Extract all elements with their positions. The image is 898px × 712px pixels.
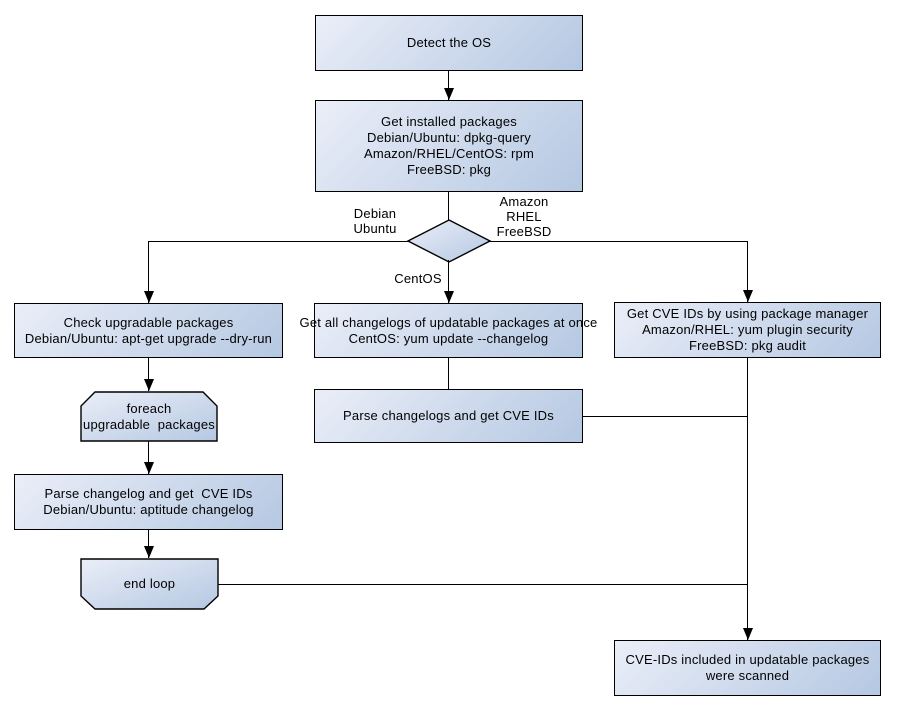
node-text: were scanned <box>705 668 790 683</box>
edge-label-centos: CentOS <box>394 271 442 286</box>
node-text: Detect the OS <box>406 35 492 50</box>
arrowhead-into-end-loop <box>144 546 154 558</box>
arrowhead-into-scan-result <box>743 628 753 640</box>
node-parse-changelogs: Parse changelogs and get CVE IDs <box>314 389 583 443</box>
node-text: Parse changelog and get CVE IDs <box>44 486 253 501</box>
node-text: FreeBSD: pkg <box>406 162 492 177</box>
edge-decision-right <box>488 241 748 243</box>
edge-decision-centos <box>448 260 450 303</box>
edge-endloop-to-merge <box>218 584 748 586</box>
decision-os-type-diamond-icon <box>406 219 492 263</box>
node-text: Amazon/RHEL: yum plugin security <box>642 322 853 337</box>
edge-label-debian-ubuntu: Debian Ubuntu <box>353 206 397 236</box>
edge-installed-to-decision <box>448 192 450 220</box>
edge-right-down <box>747 241 749 302</box>
node-text: Get all changelogs of updatable packages… <box>299 314 598 330</box>
node-check-upgradable-packages: Check upgradable packages Debian/Ubuntu:… <box>14 303 283 358</box>
arrowhead-into-get-cve-ids <box>743 290 753 302</box>
node-text: Get installed packages <box>381 114 517 129</box>
node-get-cve-ids: Get CVE IDs by using package manager Ama… <box>614 302 881 358</box>
node-text: Debian/Ubuntu: dpkg-query <box>367 130 531 145</box>
node-text: Debian/Ubuntu: apt-get upgrade --dry-run <box>24 330 273 346</box>
edge-parse-to-merge <box>583 416 748 418</box>
arrowhead-into-get-changelogs <box>444 291 454 303</box>
node-text: Parse changelogs and get CVE IDs <box>343 408 554 423</box>
arrowhead-into-check-upgradable <box>144 291 154 303</box>
edge-foreach-to-parse <box>148 441 150 474</box>
arrowhead-into-installed <box>444 88 454 100</box>
node-detect-os: Detect the OS <box>315 15 583 71</box>
node-text: Debian/Ubuntu: aptitude changelog <box>43 502 254 517</box>
edge-merge-to-result <box>747 358 749 640</box>
node-text: CentOS: yum update --changelog <box>348 330 549 346</box>
node-get-all-changelogs: Get all changelogs of updatable packages… <box>300 303 597 358</box>
node-get-installed-packages: Get installed packages Debian/Ubuntu: dp… <box>315 100 583 192</box>
edge-label-amazon-rhel-freebsd: Amazon RHEL FreeBSD <box>496 194 552 239</box>
edge-changelogs-to-parse <box>448 358 450 389</box>
node-parse-changelog-debian: Parse changelog and get CVE IDs Debian/U… <box>14 474 283 530</box>
edge-decision-left <box>148 241 410 243</box>
edge-check-to-foreach <box>148 358 150 391</box>
node-text: Get CVE IDs by using package manager <box>626 306 869 321</box>
edge-parse-to-endloop <box>148 530 150 558</box>
edge-left-down <box>148 241 150 303</box>
node-scan-result: CVE-IDs included in updatable packages w… <box>614 640 881 696</box>
node-foreach-loop-shape <box>80 391 218 442</box>
node-text: CVE-IDs included in updatable packages <box>625 652 870 667</box>
arrowhead-into-parse-changelog <box>144 462 154 474</box>
arrowhead-into-foreach <box>144 379 154 391</box>
node-text: Amazon/RHEL/CentOS: rpm <box>363 146 535 161</box>
node-text: Check upgradable packages <box>63 314 234 330</box>
node-end-loop-shape <box>80 558 219 610</box>
edge-detect-to-installed <box>448 71 450 100</box>
node-text: FreeBSD: pkg audit <box>688 338 807 353</box>
